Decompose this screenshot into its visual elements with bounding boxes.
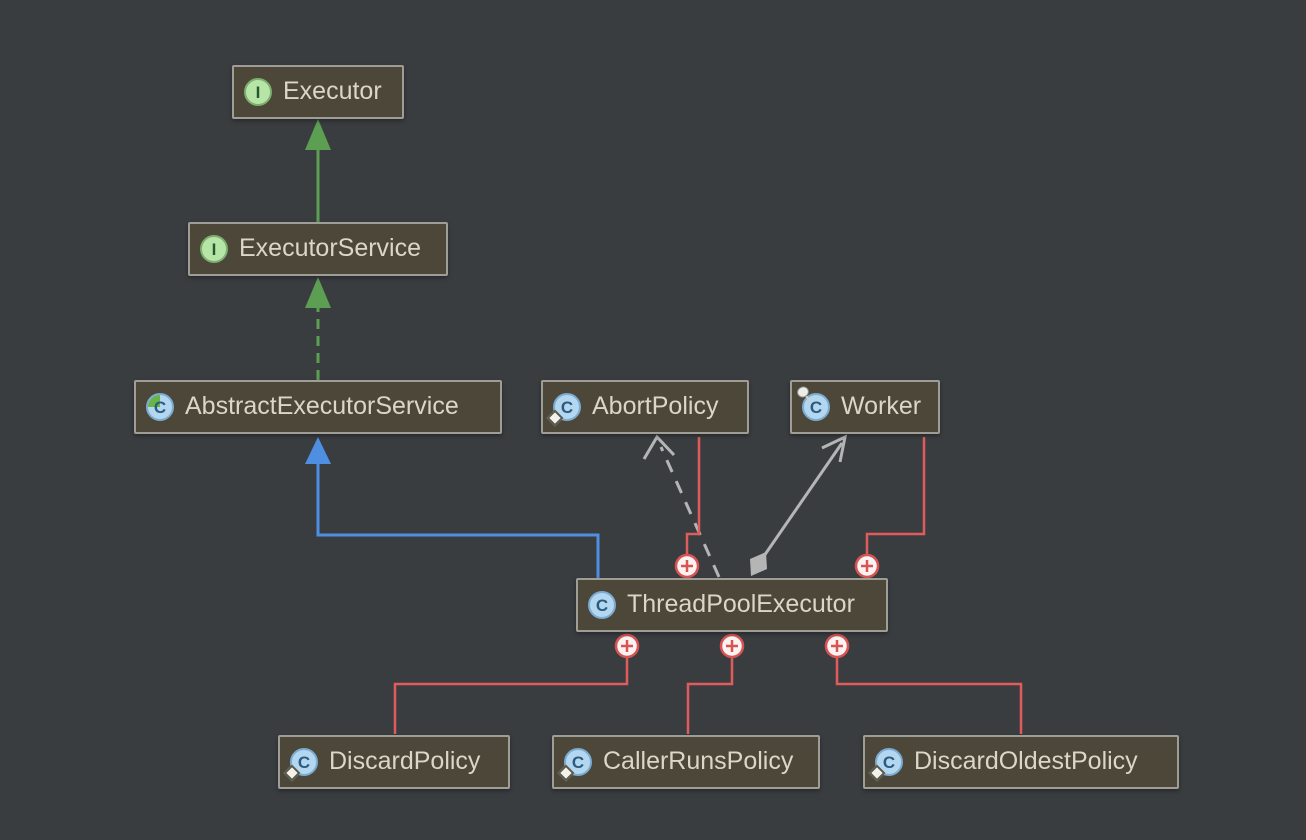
node-abort-policy[interactable]: C AbortPolicy	[541, 380, 749, 434]
abstract-class-icon: C	[146, 393, 174, 421]
class-icon: C	[557, 748, 592, 782]
node-worker[interactable]: C Worker	[790, 380, 940, 434]
expand-inner-class-button-discardoldestpolicy[interactable]	[824, 633, 850, 659]
expand-inner-class-button-callerrunspolicy[interactable]	[719, 633, 745, 659]
class-name-label: ThreadPoolExecutor	[627, 589, 855, 618]
class-icon: C	[283, 748, 318, 782]
class-name-label: Worker	[841, 391, 922, 420]
node-discard-policy[interactable]: C DiscardPolicy	[278, 735, 510, 789]
edge-abstractexecutorservice-implements-executorservice	[305, 277, 331, 380]
class-name-label: DiscardOldestPolicy	[914, 746, 1138, 775]
node-caller-runs-policy[interactable]: C CallerRunsPolicy	[552, 735, 820, 789]
class-icon: C	[797, 386, 830, 421]
expand-inner-class-button-worker[interactable]	[854, 553, 880, 579]
interface-icon: I	[244, 78, 272, 106]
node-abstract-executor-service[interactable]: C AbstractExecutorService	[134, 380, 502, 434]
class-name-label: ExecutorService	[239, 233, 422, 262]
class-icon: C	[868, 748, 903, 782]
node-executor-service[interactable]: I ExecutorService	[188, 222, 448, 276]
node-thread-pool-executor[interactable]: C ThreadPoolExecutor	[576, 578, 888, 632]
edge-innerclass-abortpolicy	[685, 437, 701, 554]
edge-innerclass-discardoldestpolicy	[835, 657, 1023, 734]
class-icon: C	[588, 591, 616, 619]
pin-icon	[795, 385, 815, 405]
class-name-label: DiscardPolicy	[329, 746, 481, 775]
node-discard-oldest-policy[interactable]: C DiscardOldestPolicy	[863, 735, 1179, 789]
class-name-label: CallerRunsPolicy	[603, 746, 794, 775]
interface-icon: I	[200, 235, 228, 263]
edge-executorservice-extends-executor	[305, 119, 331, 222]
class-name-label: AbstractExecutorService	[185, 391, 459, 420]
expand-inner-class-button-abortpolicy[interactable]	[674, 553, 700, 579]
edge-innerclass-discardpolicy	[393, 657, 629, 734]
node-executor[interactable]: I Executor	[232, 65, 404, 119]
abstract-marker	[148, 395, 160, 407]
class-name-label: Executor	[283, 76, 382, 105]
edge-threadpoolexecutor-extends-abstractexecutorservice	[305, 437, 600, 578]
expand-inner-class-button-discardpolicy[interactable]	[614, 633, 640, 659]
edge-innerclass-callerrunspolicy	[686, 657, 734, 734]
edge-innerclass-worker	[865, 437, 926, 554]
edge-threadpoolexecutor-dependency-abortpolicy	[642, 434, 721, 578]
class-name-label: AbortPolicy	[592, 391, 719, 420]
aggregation-diamond	[750, 552, 767, 576]
edge-threadpoolexecutor-aggregation-worker	[750, 434, 848, 576]
class-icon: C	[546, 393, 581, 427]
